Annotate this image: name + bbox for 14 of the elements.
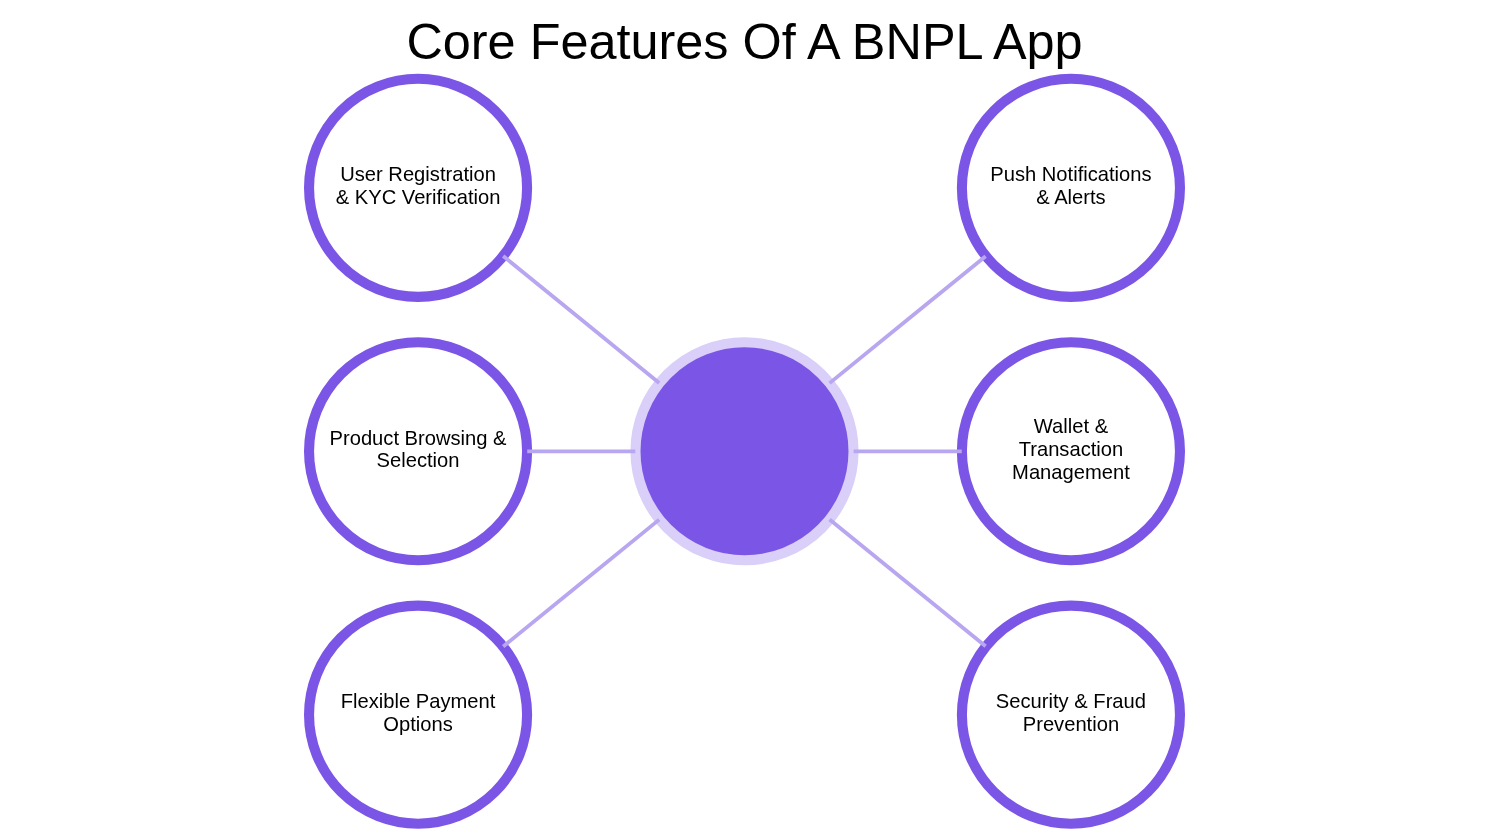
node-circle: Product Browsing & Selection [303, 337, 532, 566]
connector [501, 254, 660, 385]
node-circle: Wallet & Transaction Management [956, 337, 1185, 566]
node-circle: Push Notifications & Alerts [956, 73, 1185, 302]
connector [827, 517, 987, 648]
node-circle: Flexible Payment Options [303, 600, 532, 829]
connector [827, 254, 987, 385]
node-circle [629, 337, 859, 566]
connector [501, 518, 660, 648]
diagram-title: Core Features Of A BNPL App [405, 12, 1083, 70]
connector [526, 449, 635, 454]
node-circle: Security & Fraud Prevention [956, 600, 1185, 829]
node-circle: User Registration & KYC Verification [303, 73, 532, 302]
connector [853, 449, 962, 454]
